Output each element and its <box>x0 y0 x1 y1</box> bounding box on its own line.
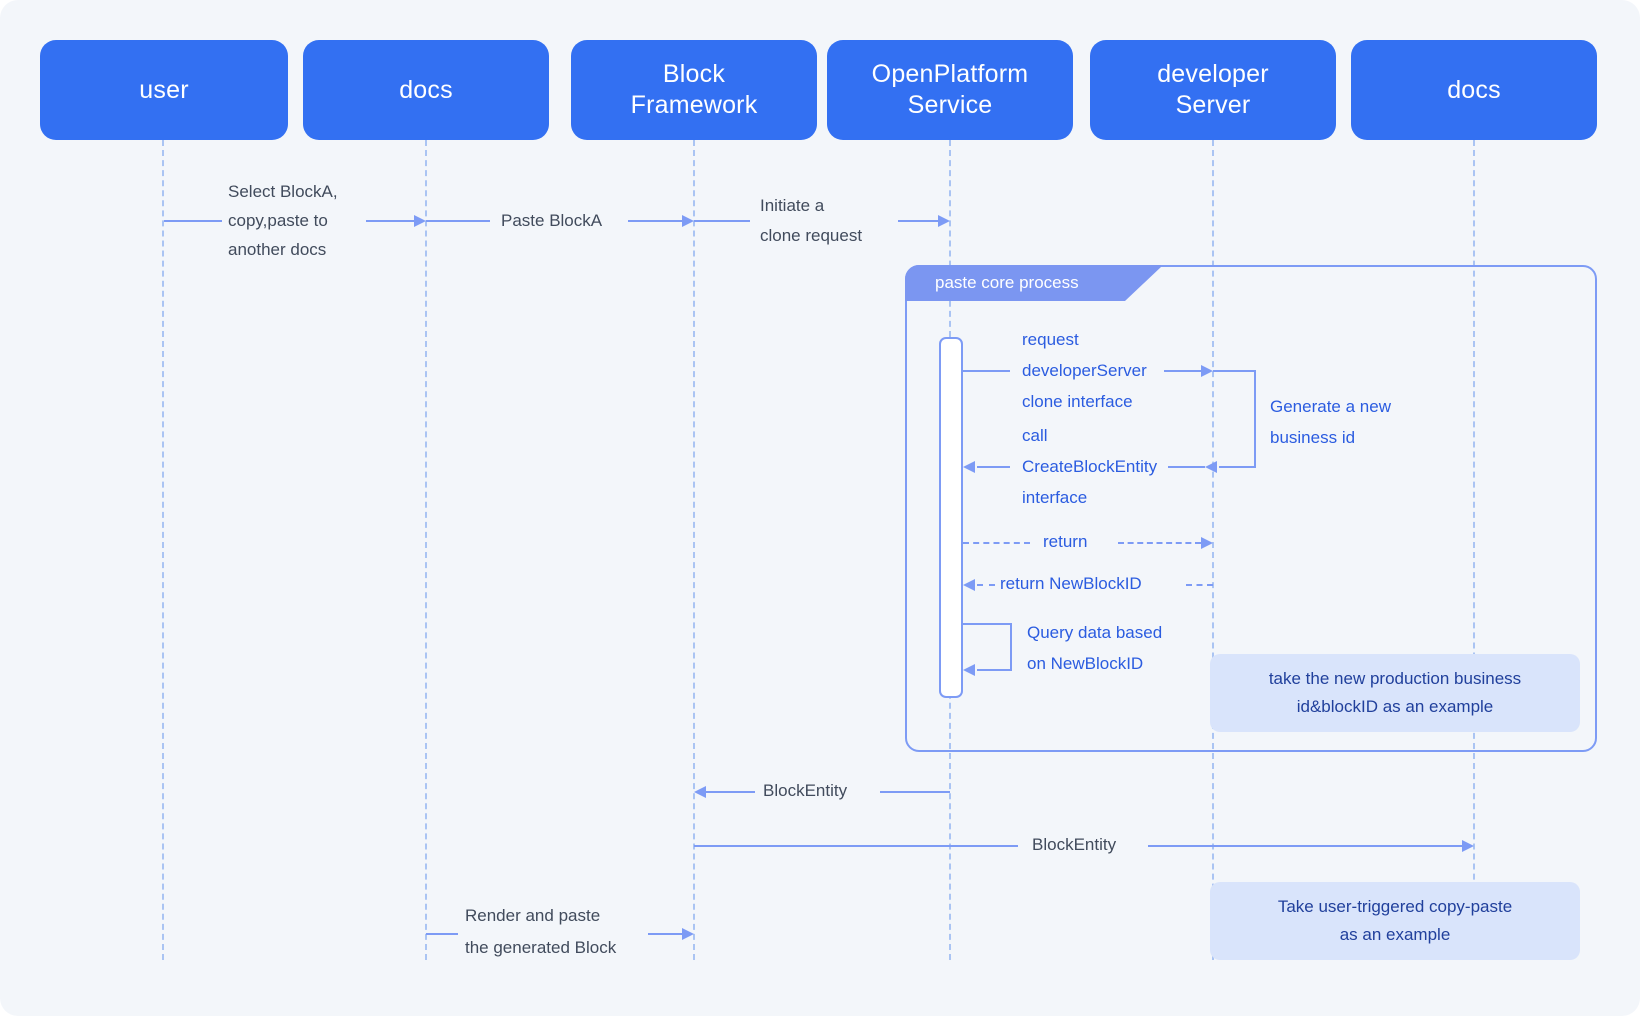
message-line-dashed <box>963 542 1030 544</box>
note-production-example: take the new production business id&bloc… <box>1210 654 1580 732</box>
arrowhead-left-icon <box>694 786 706 798</box>
message-label-generate-business-id: Generate a new business id <box>1270 397 1391 447</box>
arrowhead-right-icon <box>682 928 694 940</box>
message-line-dashed <box>1186 584 1213 586</box>
message-line-dashed <box>1118 542 1201 544</box>
message-label-select-copy-paste: Select BlockA, copy,paste to another doc… <box>228 182 338 259</box>
lifeline-user <box>162 140 164 960</box>
message-line <box>426 933 458 935</box>
self-loop-line <box>1213 370 1256 372</box>
self-loop-line <box>963 623 1012 625</box>
self-loop-line <box>1010 623 1012 670</box>
frame-tab: paste core process <box>905 265 1161 301</box>
arrowhead-right-icon <box>1462 840 1474 852</box>
arrowhead-left-icon <box>963 579 975 591</box>
message-line <box>977 466 1010 468</box>
lifeline-docs <box>425 140 427 960</box>
arrowhead-right-icon <box>1201 365 1213 377</box>
message-label-query-data: Query data based on NewBlockID <box>1027 623 1163 673</box>
message-line <box>880 791 950 793</box>
message-line <box>694 845 1018 847</box>
actor-developer-server: developer Server <box>1090 40 1336 140</box>
self-loop-line <box>1219 466 1256 468</box>
message-line <box>628 220 682 222</box>
message-line <box>366 220 414 222</box>
activation-bar-openplatform <box>939 337 963 698</box>
message-line <box>648 933 682 935</box>
lifeline-block-framework <box>693 140 695 960</box>
message-line <box>963 370 1010 372</box>
message-label-request-developer-clone: request developerServer clone interface <box>1022 330 1147 411</box>
actor-openplatform-service: OpenPlatform Service <box>827 40 1073 140</box>
actor-docs-2: docs <box>1351 40 1597 140</box>
message-line <box>1168 466 1205 468</box>
message-line <box>164 220 222 222</box>
actor-block-framework: Block Framework <box>571 40 817 140</box>
message-label-return-newblockid: return NewBlockID <box>1000 574 1142 593</box>
arrowhead-left-icon <box>963 664 975 676</box>
actor-user: user <box>40 40 288 140</box>
message-label-block-entity-1: BlockEntity <box>763 781 848 800</box>
note-copy-paste-example: Take user-triggered copy-paste as an exa… <box>1210 882 1580 960</box>
message-line <box>1164 370 1201 372</box>
message-label-block-entity-2: BlockEntity <box>1032 835 1117 854</box>
message-line <box>426 220 490 222</box>
message-label-paste-blocka: Paste BlockA <box>501 211 603 230</box>
message-label-initiate-clone: Initiate a clone request <box>760 196 863 245</box>
message-line <box>1148 845 1462 847</box>
frame-tab-notch <box>1125 267 1161 301</box>
arrowhead-right-icon <box>938 215 950 227</box>
arrowhead-left-icon <box>963 461 975 473</box>
message-line <box>694 220 750 222</box>
frame-paste-core-process <box>905 265 1597 752</box>
message-line <box>706 791 755 793</box>
arrowhead-left-icon <box>1205 461 1217 473</box>
self-loop-line <box>1254 370 1256 467</box>
message-label-call-create-block-entity: call CreateBlockEntity interface <box>1022 426 1158 507</box>
self-loop-line <box>977 669 1012 671</box>
actor-docs: docs <box>303 40 549 140</box>
arrowhead-right-icon <box>414 215 426 227</box>
arrowhead-right-icon <box>1201 537 1213 549</box>
message-line <box>898 220 938 222</box>
lifeline-developer-server <box>1212 140 1214 960</box>
message-label-return: return <box>1043 532 1088 551</box>
message-line-dashed <box>977 584 995 586</box>
lifeline-docs-2 <box>1473 140 1475 960</box>
message-label-render-paste: Render and paste the generated Block <box>465 906 617 957</box>
arrowhead-right-icon <box>682 215 694 227</box>
